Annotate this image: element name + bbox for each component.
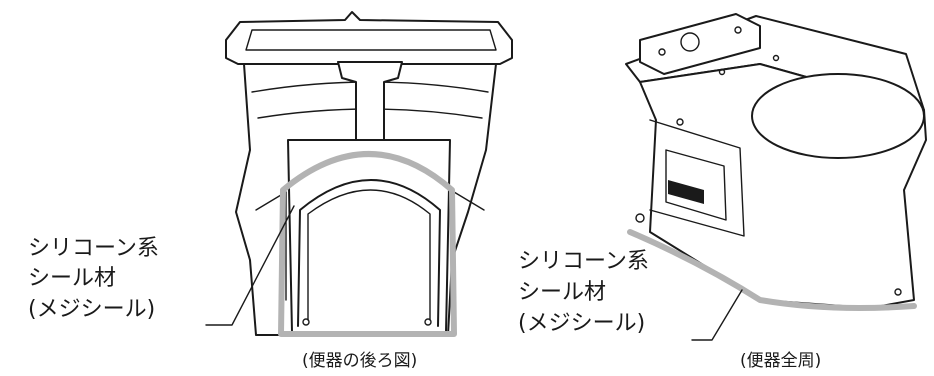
toilet-rear-top-recess	[245, 29, 497, 51]
bolt-hole-icon	[894, 288, 902, 296]
toilet-rear-view	[225, 11, 513, 337]
bolt-hole-icon	[718, 68, 726, 76]
sealant-label-line-1: シリコーン系	[518, 249, 649, 274]
sealant-line-perimeter	[627, 229, 917, 311]
bolt-hole-icon	[635, 213, 645, 223]
toilet-pedestal-front	[649, 119, 745, 237]
toilet-bowl-opening	[751, 73, 925, 159]
toilet-rear-arch	[297, 179, 441, 327]
toilet-rear-top	[225, 11, 513, 65]
figure-caption-rear: (便器の後ろ図)	[302, 351, 417, 371]
sealant-label-line-3: (メジシール)	[28, 297, 155, 322]
leader-line-left	[205, 205, 295, 326]
bolt-hole-icon	[424, 318, 432, 326]
sealant-label-line-3: (メジシール)	[518, 311, 645, 336]
sealant-label-line-2: シール材	[518, 280, 606, 305]
sealant-label-line-2: シール材	[28, 266, 116, 291]
toilet-perspective-view	[625, 13, 927, 311]
bolt-hole-icon	[772, 54, 780, 62]
bolt-hole-icon	[676, 118, 684, 126]
figure-caption-perimeter: (便器全周)	[740, 351, 821, 371]
toilet-rear-arch-inner	[307, 189, 431, 321]
toilet-pedestal-inner	[665, 149, 727, 221]
bolt-hole-icon	[302, 318, 310, 326]
bolt-hole-icon	[734, 26, 742, 34]
sealant-label-line-1: シリコーン系	[28, 236, 159, 261]
bolt-hole-icon	[658, 48, 666, 56]
sealant-line-rear	[278, 151, 457, 337]
leader-line-right	[691, 289, 743, 341]
supply-hole-icon	[680, 32, 700, 52]
toilet-mounting-plate	[639, 13, 761, 75]
toilet-label-plate	[668, 180, 704, 204]
